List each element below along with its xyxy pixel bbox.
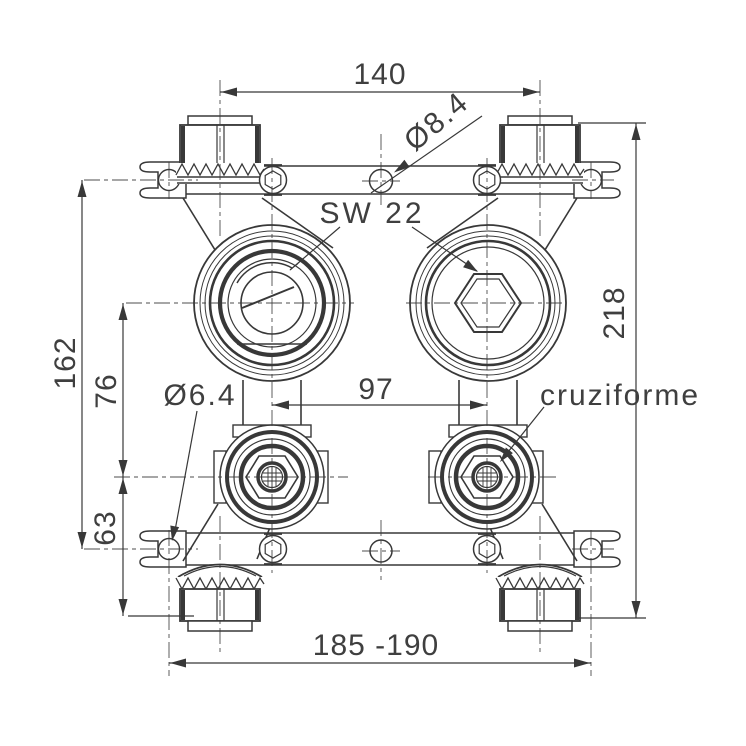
leader-sw22-right	[411, 226, 478, 272]
dim-97-line	[272, 400, 487, 410]
dim-218-line	[578, 122, 646, 619]
dimension-lines	[77, 87, 646, 668]
dim-label-76: 76	[90, 373, 123, 409]
dim-label-97: 97	[358, 373, 394, 406]
dim-140-line	[220, 87, 540, 97]
leader-dia-6-4	[170, 410, 198, 541]
dim-label-hole-6-4: Ø6.4	[163, 379, 237, 412]
dim-label-140: 140	[353, 58, 407, 91]
top-right-tab	[573, 161, 621, 199]
screw-bottom-left	[258, 533, 288, 565]
dim-label-185-190: 185 -190	[312, 629, 440, 662]
dim-76-63-line	[118, 303, 194, 617]
leader-cruziforme	[500, 406, 545, 462]
dim-label-218: 218	[598, 286, 631, 340]
leader-sw22-left	[289, 226, 341, 271]
dim-label-63: 63	[89, 510, 122, 546]
dim-185-190-line	[169, 658, 591, 668]
dim-162-line	[77, 180, 87, 549]
centerlines	[84, 80, 614, 676]
right-valve	[409, 224, 567, 382]
leader-lines	[170, 115, 545, 541]
screw-top-left	[258, 164, 288, 196]
dim-label-162: 162	[49, 336, 82, 390]
dim-label-sw22: SW 22	[319, 197, 425, 230]
label-cruziforme: cruziforme	[539, 379, 701, 412]
leader-dia-8-4	[370, 115, 483, 194]
